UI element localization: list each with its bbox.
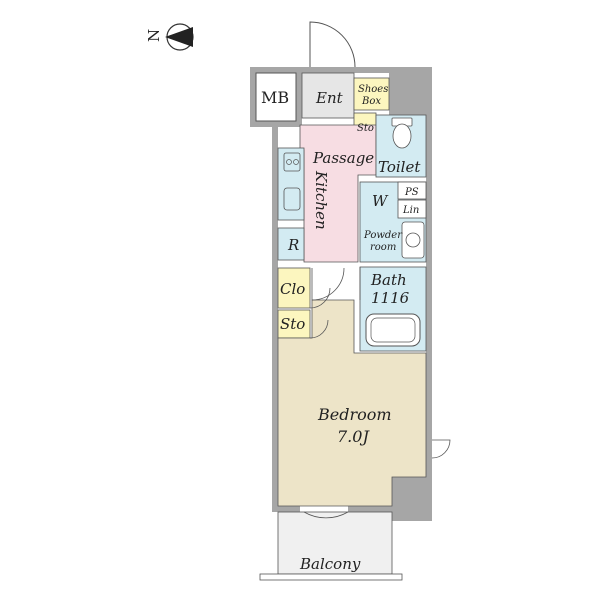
room-ent bbox=[301, 72, 355, 119]
label-powder: Powder bbox=[363, 230, 403, 241]
sto-door-icon bbox=[309, 319, 329, 339]
stove-burner-icon bbox=[286, 159, 292, 165]
label-r: R bbox=[287, 236, 299, 254]
kitchen-basin-icon bbox=[283, 187, 301, 211]
wall-left bbox=[272, 127, 278, 512]
window-side-icon bbox=[431, 439, 451, 459]
label-box: Box bbox=[361, 96, 381, 107]
compass-north-label: N bbox=[145, 29, 163, 42]
label-room: room bbox=[370, 242, 396, 253]
label-w: W bbox=[372, 192, 389, 210]
label-lin: Lin bbox=[402, 205, 419, 216]
entrance-door-icon bbox=[309, 21, 356, 68]
room-bedroom bbox=[277, 299, 427, 507]
room-lin bbox=[397, 199, 427, 219]
wall-bottom bbox=[272, 506, 300, 512]
toilet-bowl-icon bbox=[392, 123, 412, 149]
label-mb: MB bbox=[261, 88, 289, 107]
label-bedroom: Bedroom bbox=[317, 405, 392, 424]
label-passage: Passage bbox=[312, 149, 374, 167]
label-ent: Ent bbox=[315, 89, 344, 107]
washbasin-icon bbox=[401, 221, 425, 259]
label-bath-size: 1116 bbox=[371, 289, 410, 307]
clo-door-icon bbox=[309, 287, 331, 309]
bathtub-icon bbox=[365, 313, 421, 347]
balcony-rail bbox=[259, 573, 403, 581]
compass: N bbox=[145, 23, 194, 51]
bedroom-door-icon bbox=[311, 267, 345, 301]
wall-top bbox=[302, 67, 389, 73]
room-r bbox=[277, 227, 305, 261]
label-balcony: Balcony bbox=[299, 555, 361, 573]
label-clo: Clo bbox=[280, 280, 305, 298]
room-shoes-box bbox=[353, 77, 390, 111]
label-bedroom-size: 7.0J bbox=[337, 427, 370, 446]
balcony-door-icon bbox=[303, 511, 349, 519]
room-ps bbox=[397, 181, 427, 200]
label-toilet: Toilet bbox=[378, 158, 421, 176]
label-sto-top: Sto bbox=[357, 123, 374, 134]
wall-bottom-right bbox=[348, 506, 398, 512]
washbasin-bowl-icon bbox=[405, 232, 421, 248]
bathtub-inner-icon bbox=[370, 317, 416, 343]
label-bath: Bath bbox=[370, 271, 407, 289]
compass-needle-icon bbox=[165, 27, 193, 47]
label-sto-bottom: Sto bbox=[280, 315, 305, 333]
wall-right-mid bbox=[426, 67, 432, 477]
label-kitchen: Kitchen bbox=[312, 170, 330, 230]
stove-burner-icon bbox=[293, 159, 299, 165]
wall-right-bottom bbox=[392, 477, 432, 521]
label-shoes: Shoes bbox=[358, 84, 388, 95]
room-mb bbox=[255, 72, 297, 122]
label-ps: PS bbox=[404, 187, 419, 198]
room-balcony bbox=[277, 511, 393, 575]
kitchen-sink-icon bbox=[283, 152, 301, 172]
room-clo bbox=[277, 267, 311, 309]
